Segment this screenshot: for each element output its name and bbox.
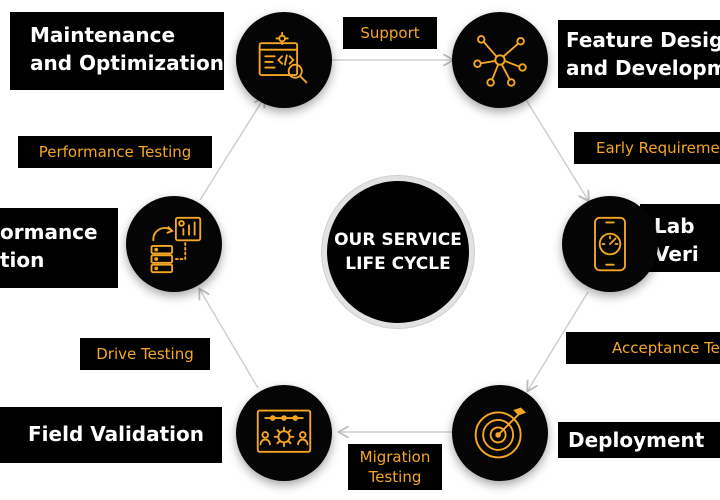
center-circle: OUR SERVICE LIFE CYCLE bbox=[322, 176, 474, 328]
node-field-validation bbox=[236, 385, 332, 481]
stage-title-field-validation: Field Validation bbox=[0, 407, 222, 463]
label-migration-testing: Migration Testing bbox=[348, 444, 442, 490]
node-lab-verification bbox=[562, 196, 658, 292]
gear-team-board-icon bbox=[256, 409, 312, 453]
node-performance-validation bbox=[126, 196, 222, 292]
stage-title-deployment: Deployment bbox=[558, 422, 720, 458]
connector-performance-to-maintenance bbox=[199, 98, 264, 201]
node-deployment bbox=[452, 385, 548, 481]
connector-field-to-performance bbox=[200, 290, 259, 389]
node-maintenance bbox=[236, 12, 332, 108]
label-line: Migration bbox=[359, 448, 431, 466]
stage-title-feature-design: Feature Design and Developme bbox=[558, 20, 720, 88]
stage-title-line: Field Validation bbox=[28, 422, 205, 446]
stage-title-line: tion bbox=[0, 248, 45, 272]
stage-title-line: Feature Design bbox=[566, 28, 720, 52]
stage-title-line: Lab bbox=[654, 214, 695, 238]
network-node-icon bbox=[473, 35, 527, 87]
center-title-line: OUR SERVICE bbox=[334, 230, 462, 250]
connector-lab-to-deployment bbox=[528, 291, 589, 390]
server-analytics-icon bbox=[150, 216, 202, 274]
stage-title-line: Deployment bbox=[568, 428, 705, 452]
label-line: Testing bbox=[368, 468, 422, 486]
label-drive-testing: Drive Testing bbox=[80, 338, 210, 370]
stage-title-line: ormance bbox=[0, 220, 98, 244]
stage-title-line: and Optimization bbox=[30, 51, 224, 75]
stage-title-performance-validation: ormance tion bbox=[0, 208, 118, 288]
smartphone-gauge-icon bbox=[594, 216, 626, 272]
label-support: Support bbox=[343, 17, 437, 49]
node-feature-design bbox=[452, 12, 548, 108]
code-search-icon bbox=[258, 31, 308, 84]
stage-title-line: Maintenance bbox=[30, 23, 176, 47]
center-title-line: LIFE CYCLE bbox=[345, 254, 451, 274]
target-arrow-icon bbox=[474, 407, 527, 459]
label-performance-testing: Performance Testing bbox=[18, 136, 212, 168]
connector-design-to-lab bbox=[524, 97, 588, 200]
label-acceptance-testing: Acceptance Tes bbox=[566, 332, 720, 364]
stage-title-maintenance: Maintenance and Optimization bbox=[10, 12, 224, 90]
stage-title-line: and Developme bbox=[566, 56, 720, 80]
label-early-requirements: Early Requiremen bbox=[574, 132, 720, 164]
stage-title-line: Veri bbox=[654, 242, 699, 266]
